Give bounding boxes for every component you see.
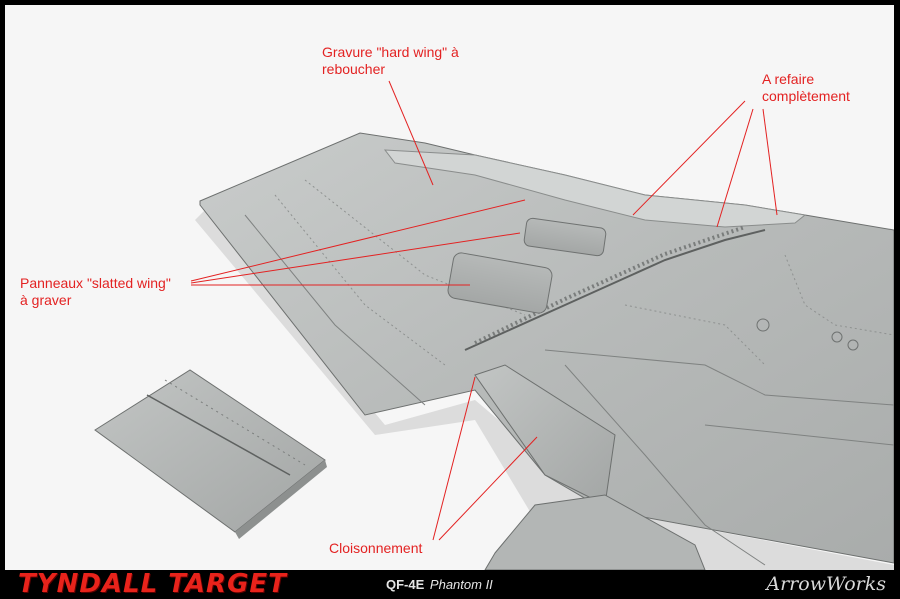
panel-line-3 [304, 179, 526, 316]
annotation-cloison-line1: Cloisonnement [329, 540, 423, 556]
annotation-hard-wing-line1: Gravure "hard wing" à [322, 44, 459, 60]
annotation-leaders [190, 80, 778, 541]
wing-shadow [195, 210, 894, 570]
wing-flap [474, 364, 616, 506]
leader-refaire-1 [632, 100, 746, 216]
footer-bar: TYNDALL TARGET QF-4E Phantom II ArrowWor… [0, 570, 900, 598]
leader-slatted-1 [190, 199, 526, 282]
flap-part-shadow [235, 460, 327, 539]
caption-designation: QF-4E [386, 577, 425, 592]
annotation-hard-wing: Gravure "hard wing" à reboucher [322, 44, 459, 78]
annotation-slatted-line2: à graver [20, 292, 72, 308]
leader-refaire-2 [716, 108, 754, 228]
leader-cloison-1 [432, 376, 476, 541]
slat-panel-upper [523, 217, 607, 257]
annotation-refaire: A refaire complètement [762, 71, 850, 105]
panel-line-1 [244, 214, 426, 406]
leading-edge-slat [383, 149, 807, 228]
wing-illustration [94, 80, 894, 570]
annotation-refaire-line1: A refaire [762, 71, 815, 87]
annotation-slatted-line1: Panneaux "slatted wing" [20, 275, 171, 291]
model-photo: Gravure "hard wing" à reboucher A refair… [5, 5, 894, 570]
access-port-2 [831, 331, 843, 343]
wing-fold-line [464, 229, 766, 351]
annotation-cloison: Cloisonnement [329, 540, 422, 557]
inner-panel-line-5 [784, 254, 894, 336]
leader-slatted-2 [190, 232, 521, 284]
inner-panel-line-2 [624, 304, 766, 366]
access-port-1 [756, 318, 770, 332]
inner-panel-line-4 [704, 424, 894, 446]
hinge-dots [474, 225, 746, 345]
inner-panel-line-1 [544, 349, 894, 406]
flap-part-hinge [146, 394, 291, 476]
tyndall-target-logo: TYNDALL TARGET [18, 569, 287, 599]
leader-hard-wing [388, 80, 434, 186]
annotation-refaire-line2: complètement [762, 88, 850, 104]
caption-model: Phantom II [429, 577, 493, 592]
leader-refaire-3 [762, 108, 778, 216]
leader-cloison-2 [438, 436, 538, 541]
inner-panel-line-3 [564, 364, 766, 566]
separate-flap-part [94, 369, 326, 533]
arrowworks-logo: ArrowWorks [766, 573, 886, 595]
annotation-slatted: Panneaux "slatted wing" à graver [20, 275, 171, 309]
photo-caption: QF-4E Phantom II [386, 577, 493, 593]
lower-panel [484, 494, 706, 570]
access-port-3 [847, 339, 859, 351]
slat-panel-lower [447, 252, 553, 314]
annotation-hard-wing-line2: reboucher [322, 61, 386, 77]
